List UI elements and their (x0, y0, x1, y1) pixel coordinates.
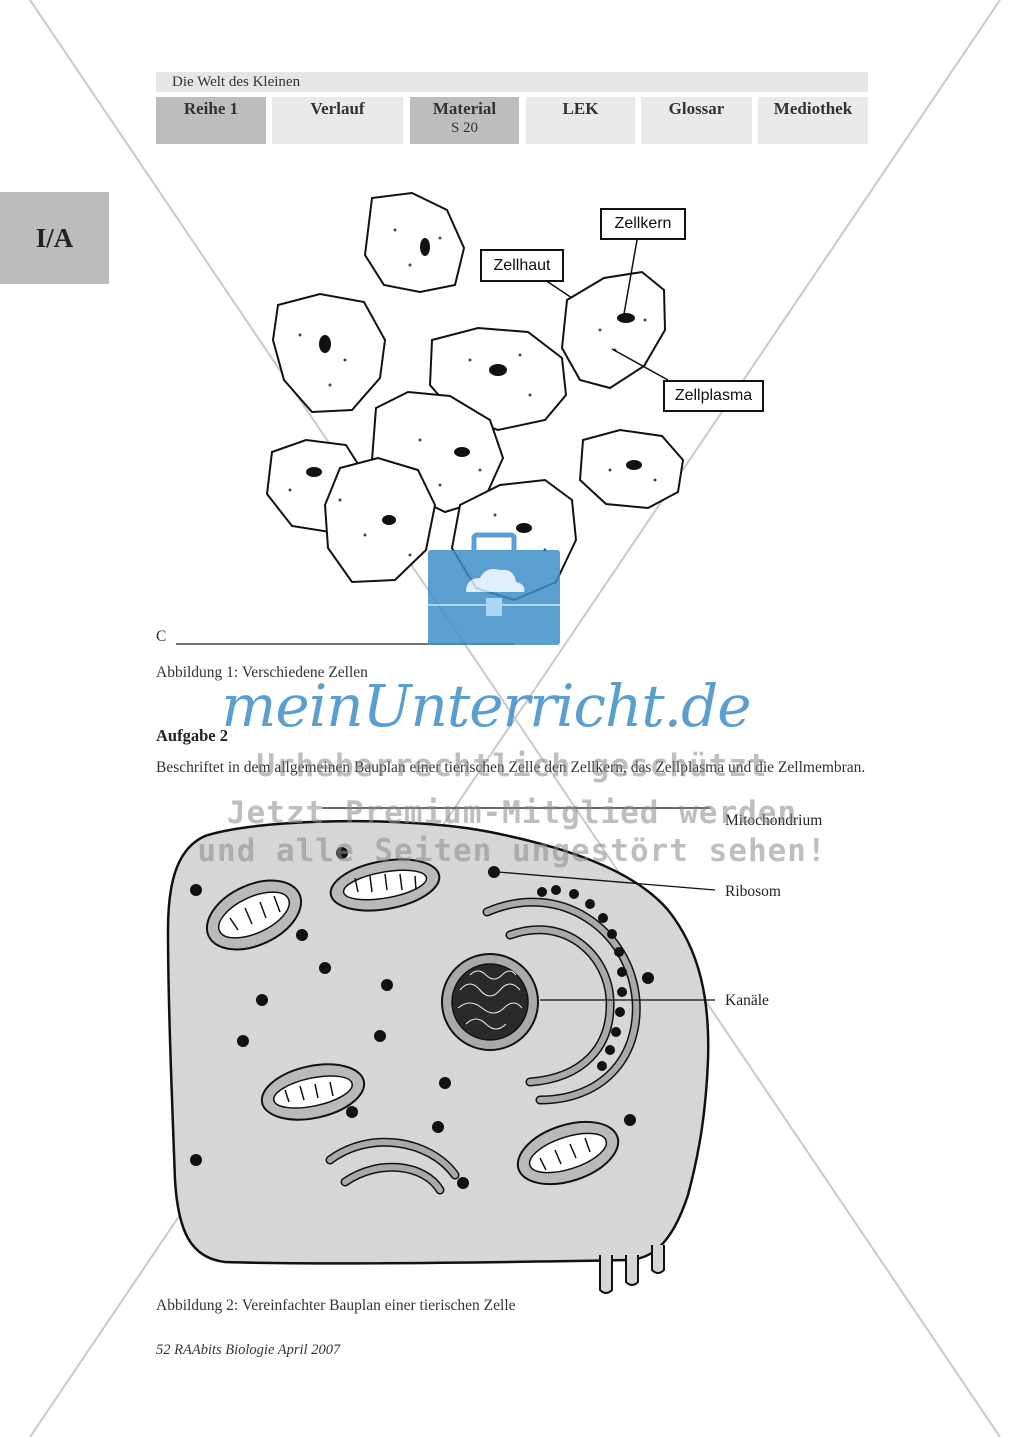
label-zellkern: Zellkern (600, 208, 686, 240)
figure-2-animal-cell-drawing (166, 807, 716, 1294)
nav-reihe-1[interactable]: Reihe 1 (156, 97, 266, 144)
nav-mediothek[interactable]: Mediothek (758, 97, 868, 144)
figure-2-caption: Abbildung 2: Vereinfachter Bauplan einer… (156, 1297, 516, 1314)
label-kanaele: Kanäle (725, 992, 769, 1009)
nav-label: Reihe 1 (183, 99, 239, 118)
watermark-brand: meinUnterricht.de (221, 672, 751, 740)
page-number: S 20 (450, 120, 479, 136)
watermark-line-2: Jetzt Premium-Mitglied werden (226, 795, 798, 831)
nav-verlauf[interactable]: Verlauf (272, 97, 403, 144)
nav-lek[interactable]: LEK (526, 97, 635, 144)
label-ribosom: Ribosom (725, 883, 781, 900)
label-zellplasma: Zellplasma (663, 380, 764, 412)
nav-label: Material (432, 99, 497, 118)
side-tab: I/A (0, 192, 109, 284)
footer: 52 RAAbits Biologie April 2007 (156, 1342, 341, 1358)
watermark-line-3: und alle Seiten ungestört sehen! (197, 833, 827, 869)
nav-glossar[interactable]: Glossar (641, 97, 752, 144)
series-title: Die Welt des Kleinen (156, 72, 868, 92)
nav-material[interactable]: Material S 20 (410, 97, 519, 144)
nav-label: Glossar (668, 99, 725, 118)
answer-prefix: C (156, 628, 167, 645)
nav-label: Mediothek (773, 99, 853, 118)
watermark-line-1: Urheberrechtlich geschützt (256, 748, 768, 784)
label-zellhaut: Zellhaut (480, 249, 564, 282)
nav-label: Verlauf (310, 99, 365, 118)
nav-label: LEK (562, 99, 599, 118)
